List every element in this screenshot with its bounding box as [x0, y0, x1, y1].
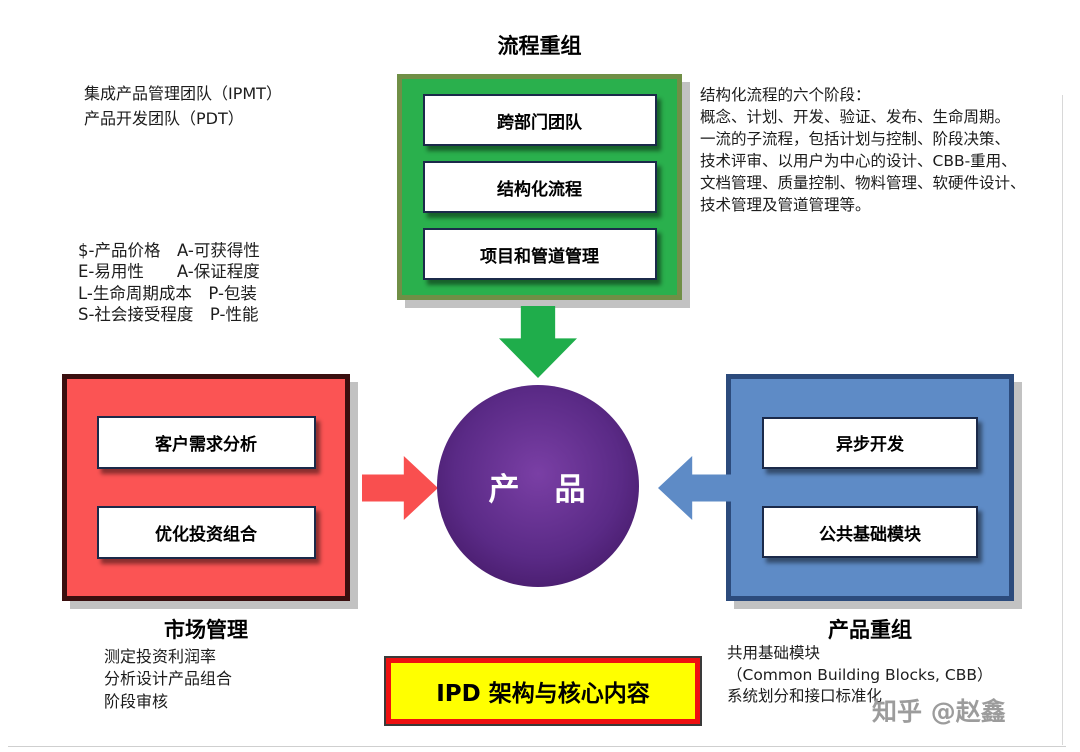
market-mgmt-title: 市场管理: [164, 618, 248, 642]
note-team-definitions: 集成产品管理团队（IPMT） 产品开发团队（PDT）: [84, 84, 282, 128]
note-cbb-description: 共用基础模块 （Common Building Blocks, CBB） 系统划…: [727, 644, 993, 706]
note-structured-process-stages: 结构化流程的六个阶段： 概念、计划、开发、验证、发布、生命周期。 一流的子流程，…: [700, 86, 1026, 214]
product-item-async-development: 异步开发: [762, 416, 978, 469]
diagram-caption: IPD 架构与核心内容: [386, 658, 700, 724]
process-reorg-box: 跨部门团队 结构化流程 项目和管道管理: [397, 74, 682, 300]
green-down-arrow-icon: [499, 306, 577, 378]
process-item-cross-dept-team: 跨部门团队: [422, 94, 657, 146]
process-item-structured-process: 结构化流程: [422, 161, 657, 213]
product-item-common-base-modules: 公共基础模块: [762, 506, 978, 559]
blue-left-arrow-icon: [658, 456, 734, 520]
zhihu-watermark: 知乎 @赵鑫: [872, 697, 1006, 726]
note-product-attributes: $-产品价格 A-可获得性 E-易用性 A-保证程度 L-生命周期成本 P-包装…: [78, 241, 260, 325]
page-edge-right-line: [1062, 95, 1063, 745]
page-edge-bottom-line: [8, 746, 1066, 747]
note-market-activities: 测定投资利润率 分析设计产品组合 阶段审核: [104, 647, 233, 711]
red-right-arrow-icon: [362, 456, 438, 520]
product-reorg-box: 异步开发 公共基础模块: [726, 374, 1014, 601]
process-reorg-title: 流程重组: [497, 34, 582, 58]
process-item-project-pipeline-mgmt: 项目和管道管理: [422, 228, 657, 280]
product-center-circle: 产 品: [437, 385, 639, 587]
market-item-customer-needs-analysis: 客户需求分析: [96, 416, 316, 469]
product-reorg-title: 产品重组: [828, 618, 912, 642]
market-mgmt-box: 客户需求分析 优化投资组合: [62, 374, 350, 601]
market-item-optimize-portfolio: 优化投资组合: [96, 506, 316, 559]
